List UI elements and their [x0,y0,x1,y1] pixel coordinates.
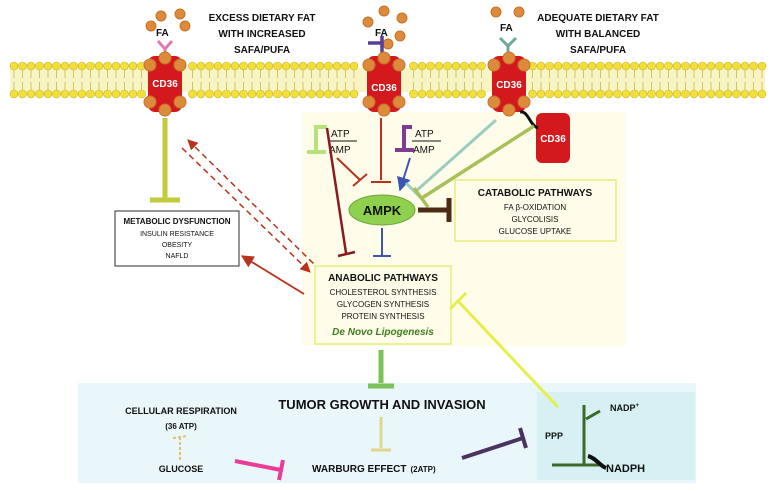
anabolic-pathways-box: ANABOLIC PATHWAYS CHOLESTEROL SYNTHESIS … [314,265,452,345]
fa-binding-center [368,36,384,54]
header-excess-fat: EXCESS DIETARY FAT WITH INCREASED SAFA/P… [209,13,316,56]
ratio-left-to-ampk-inhibit [336,157,368,187]
nadph-arrow-icon [587,454,607,470]
ratio-to-anabolic-inhibit [325,127,356,258]
internalization-arrow-icon [519,110,539,130]
svg-text:SAFA/PUFA: SAFA/PUFA [570,45,626,56]
svg-text:SAFA/PUFA: SAFA/PUFA [234,45,290,56]
cd36-to-metabolic-dysfunction-inhibit [150,118,180,203]
svg-text:GLYCOGEN SYNTHESIS: GLYCOGEN SYNTHESIS [337,300,429,309]
cd36-receptor-right [487,51,531,117]
ppp-reaction [552,405,603,467]
svg-text:ATP: ATP [331,129,350,140]
svg-text:GLYCOLISIS: GLYCOLISIS [512,215,559,224]
warburg-effect-label: WARBURG EFFECT(2ATP) [312,464,436,475]
svg-text:ATP: ATP [415,129,434,140]
glucose-to-respiration-inhibit [172,435,188,460]
warburg-to-ppp-inhibit [461,427,528,460]
header-adequate-fat: ADEQUATE DIETARY FAT WITH BALANCED SAFA/… [537,13,659,56]
nadph-label: NADPH [606,463,645,475]
svg-text:OBESITY: OBESITY [162,242,193,249]
ratio-right-to-ampk-arrow [397,157,411,192]
tumor-to-warburg-inhibit [371,417,391,452]
tumor-growth-label: TUMOR GROWTH AND INVASION [278,397,485,412]
cd36-label-internalized: CD36 [540,134,566,145]
svg-text:FA β-OXIDATION: FA β-OXIDATION [504,203,566,212]
svg-text:WITH INCREASED: WITH INCREASED [218,29,305,40]
svg-text:EXCESS DIETARY FAT: EXCESS DIETARY FAT [209,13,316,24]
cd36-label-center: CD36 [371,83,397,94]
svg-text:ANABOLIC PATHWAYS: ANABOLIC PATHWAYS [328,273,438,284]
cd36-label-left: CD36 [152,79,178,90]
cd36-receptor-center [362,51,406,117]
svg-text:AMP: AMP [413,145,435,156]
cd36-internal-to-ampk-inhibit-olive [412,124,535,209]
cd36-receptor-internalized [536,113,570,163]
ampk-to-catabolic-inhibit [418,198,452,222]
ampk-node [348,194,416,226]
svg-text:PROTEIN SYNTHESIS: PROTEIN SYNTHESIS [341,312,424,321]
ampk-label: AMPK [363,203,402,218]
svg-text:GLUCOSE UPTAKE: GLUCOSE UPTAKE [499,227,572,236]
fatty-acid-cluster-center [362,5,408,50]
fa-label-right: FA [500,23,513,34]
svg-text:NAFLD: NAFLD [166,253,189,260]
ratio-bracket-right [395,125,414,152]
ppp-to-anabolic-inhibit [448,291,560,409]
cellular-respiration-label: CELLULAR RESPIRATION [125,406,237,416]
metabolic-dysfunction-box: METABOLIC DYSFUNCTION INSULIN RESISTANCE… [114,210,240,267]
ratio-bracket-left [307,125,327,154]
cellular-respiration-atp: (36 ATP) [165,422,197,431]
fa-label-center: FA [375,28,388,39]
anabolic-to-tumor-inhibit [368,350,394,389]
svg-text:WITH BALANCED: WITH BALANCED [556,29,640,40]
atp-amp-ratio-right: ATP AMP [412,129,441,156]
svg-text:CATABOLIC PATHWAYS: CATABOLIC PATHWAYS [478,188,593,199]
ppp-label: PPP [545,431,563,441]
glucose-label: GLUCOSE [159,464,204,474]
nadp-label: NADP+ [610,403,640,413]
cd36-receptor-left [143,51,187,117]
svg-text:AMP: AMP [329,145,351,156]
svg-text:METABOLIC DYSFUNCTION: METABOLIC DYSFUNCTION [124,217,231,226]
fa-label-left: FA [156,28,169,39]
svg-text:De Novo Lipogenesis: De Novo Lipogenesis [332,327,434,338]
cd36-center-to-ampk-inhibit [371,118,391,183]
anabolic-to-metabolic-arrow [240,255,305,295]
svg-text:ADEQUATE DIETARY FAT: ADEQUATE DIETARY FAT [537,13,659,24]
atp-amp-ratio-left: ATP AMP [328,129,357,156]
svg-text:CHOLESTEROL SYNTHESIS: CHOLESTEROL SYNTHESIS [330,288,437,297]
fatty-acid-cluster-right [490,6,525,18]
fatty-acid-cluster-left [145,8,191,32]
ampk-to-anabolic-inhibit [373,228,391,257]
cd36-label-right: CD36 [496,80,522,91]
catabolic-pathways-box: CATABOLIC PATHWAYS FA β-OXIDATION GLYCOL… [454,179,617,242]
svg-text:INSULIN RESISTANCE: INSULIN RESISTANCE [140,231,214,238]
glucose-to-warburg-inhibit [234,459,285,481]
